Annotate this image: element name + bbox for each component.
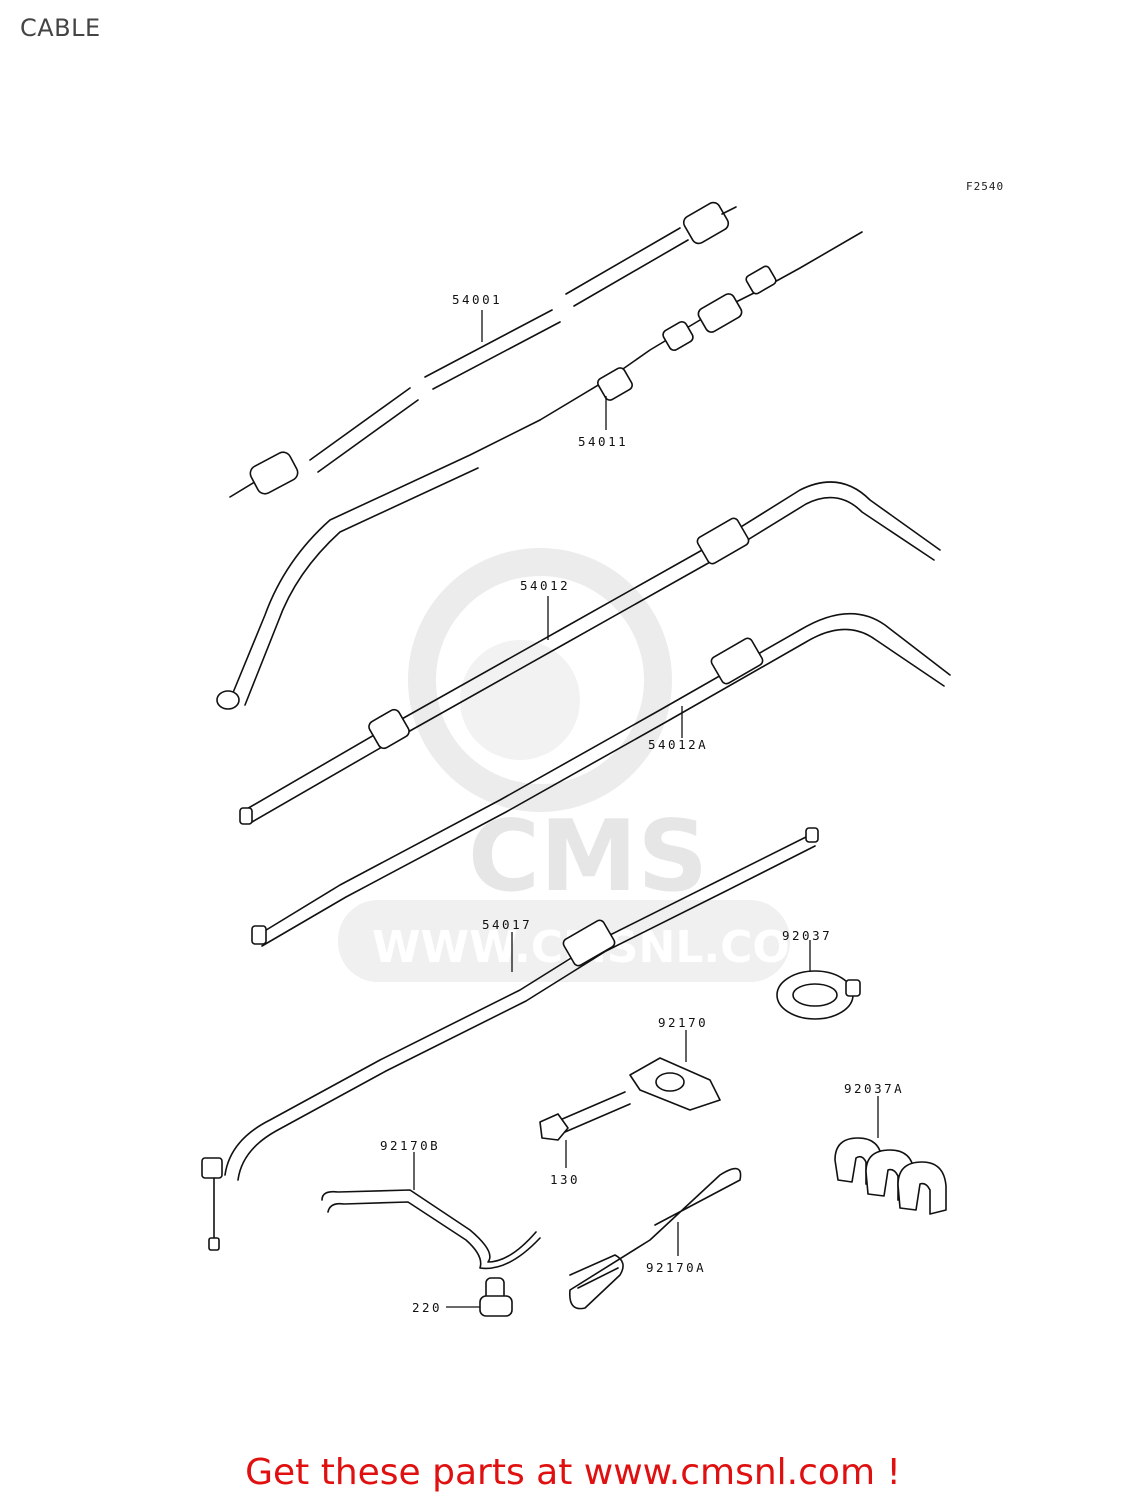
exploded-parts-drawing: CMS WWW.CMSNL.COM [201,200,951,1317]
part-54012-cable[interactable] [239,481,941,825]
label-54011: 54011 [578,434,628,449]
part-220-bolt[interactable] [479,1277,513,1317]
label-92170A: 92170A [646,1260,706,1275]
watermark-brand: CMS [468,800,708,914]
watermark-mascot-face [460,640,580,760]
part-labels: 54001 54011 54012 54012A 54017 92037 921… [380,292,904,1315]
part-54017-cable[interactable] [201,827,819,1251]
label-54001: 54001 [452,292,502,307]
part-54001-cable[interactable] [229,200,737,498]
label-92037: 92037 [782,928,832,943]
part-130-bolt[interactable] [539,1091,631,1141]
label-220: 220 [412,1300,442,1315]
label-130: 130 [550,1172,580,1187]
part-54012A-cable[interactable] [251,612,951,947]
watermark-mascot-circle [408,548,672,812]
label-54012: 54012 [520,578,570,593]
label-92170B: 92170B [380,1138,440,1153]
footer-promo-text[interactable]: Get these parts at www.cmsnl.com ! [245,1452,901,1493]
label-92170: 92170 [658,1015,708,1030]
diagram-title: CABLE [20,14,101,42]
part-92170B-bracket[interactable] [321,1189,541,1270]
label-54012A: 54012A [648,737,708,752]
part-92170-clamp[interactable] [629,1057,721,1111]
part-54011-cable[interactable] [216,231,863,710]
part-92037-grommet[interactable] [776,970,861,1020]
figure-reference-code: F2540 [966,180,1005,193]
part-92037A-clamp[interactable] [834,1137,947,1215]
watermark: CMS WWW.CMSNL.COM [338,548,834,982]
part-92170A-clip[interactable] [568,1167,742,1310]
label-54017: 54017 [482,917,532,932]
label-92037A: 92037A [844,1081,904,1096]
